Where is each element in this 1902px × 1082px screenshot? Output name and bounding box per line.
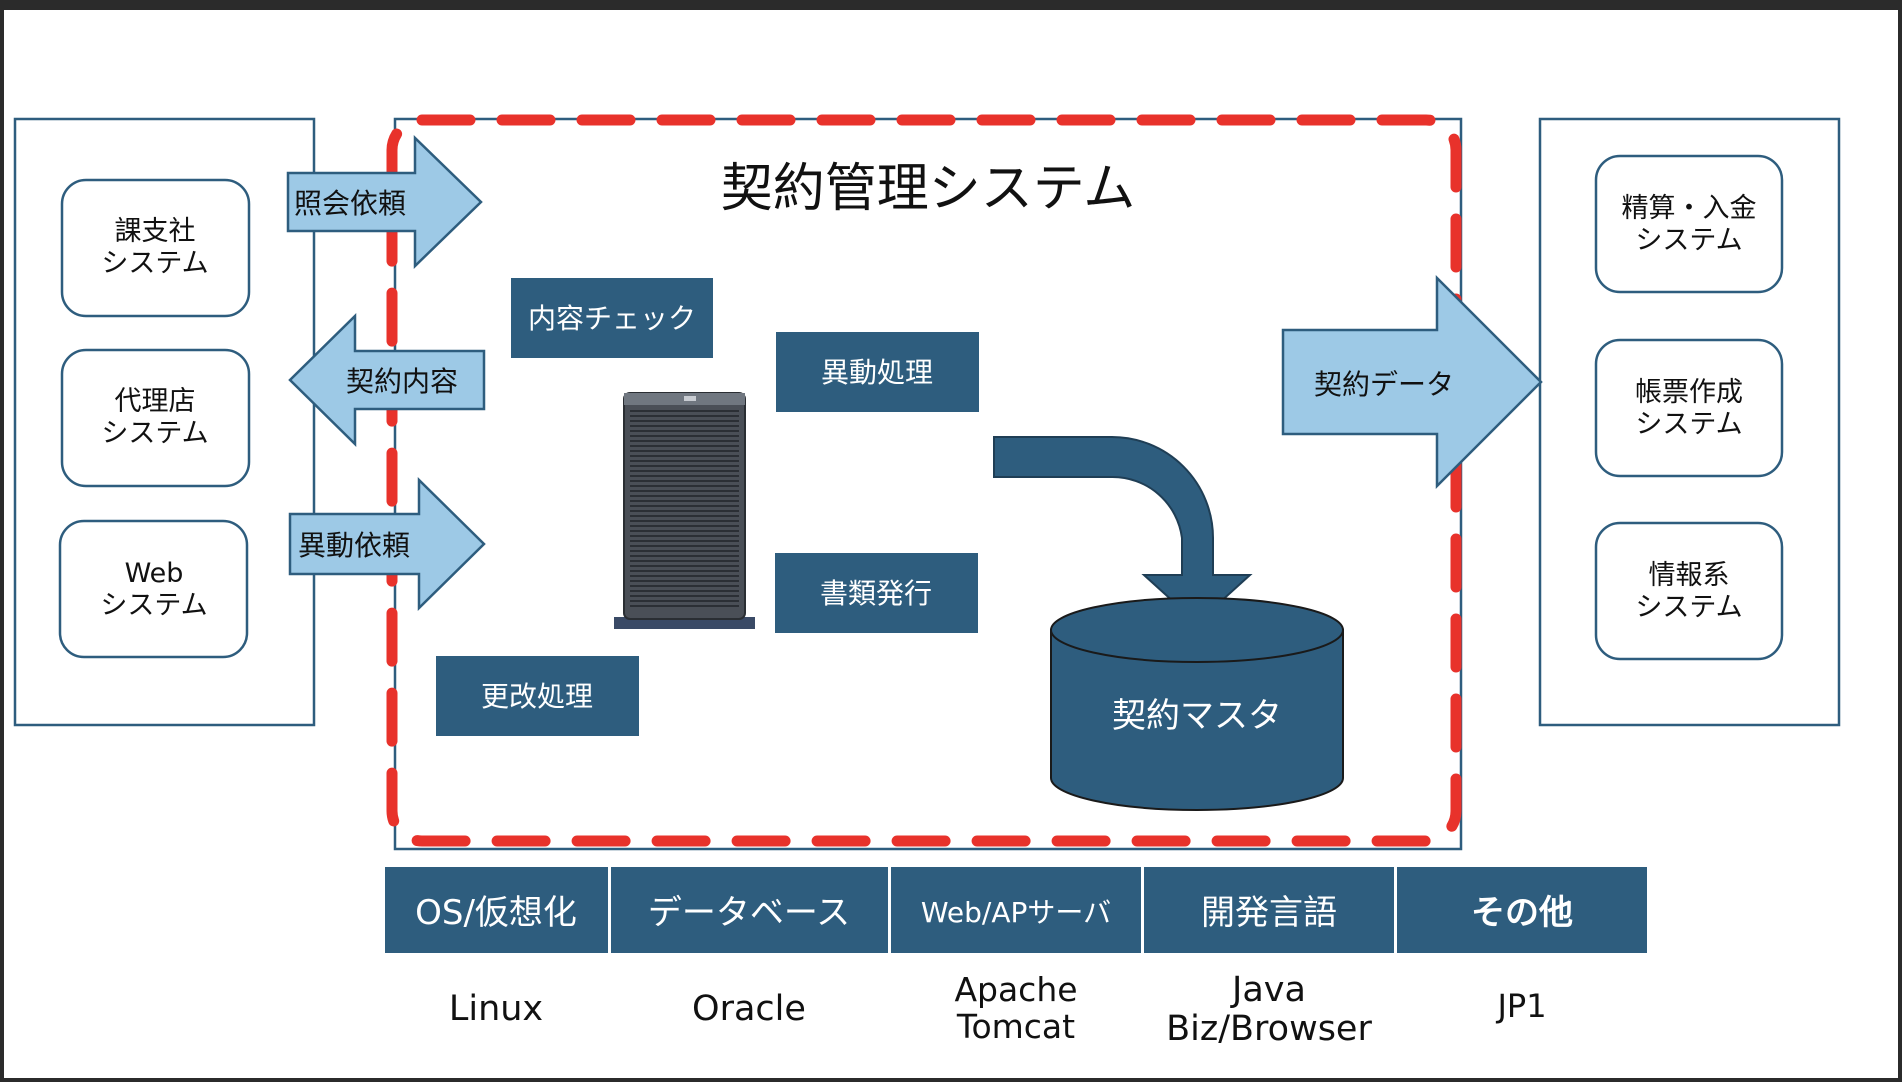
arrow-contract-content-label: 契約内容 — [346, 365, 458, 398]
server-grille-line — [630, 490, 739, 492]
function-change-processing-label: 異動処理 — [821, 356, 933, 389]
server-grille-line — [630, 595, 739, 597]
server-grille-line — [630, 580, 739, 582]
tech-category-database: データベース — [648, 893, 850, 933]
right-system-box-2: 帳票作成 システム — [1594, 338, 1784, 478]
left-system-label-1a: 課支社 — [115, 216, 196, 247]
tech-value-jp1: JP1 — [1495, 987, 1546, 1025]
server-grille-line — [630, 505, 739, 507]
arrow-change-request-label: 異動依頼 — [298, 529, 410, 562]
tech-stack-values: Linux Oracle Apache Tomcat Java Biz/Brow… — [449, 970, 1547, 1049]
right-system-label-2a: 帳票作成 — [1635, 377, 1743, 408]
arrow-contract-data-label: 契約データ — [1314, 368, 1454, 401]
server-icon — [614, 392, 755, 629]
main-system-title: 契約管理システム — [721, 159, 1135, 219]
server-grille-line — [630, 415, 739, 417]
server-grille-line — [630, 475, 739, 477]
right-system-label-2b: システム — [1635, 409, 1742, 440]
arrow-change-request: 異動依頼 — [288, 477, 486, 611]
server-grille-line — [630, 545, 739, 547]
arrow-inquiry-request: 照会依頼 — [286, 135, 483, 269]
function-content-check: 内容チェック — [511, 278, 713, 358]
server-grille-line — [630, 530, 739, 532]
server-grille-line — [630, 460, 739, 462]
server-grille-line — [630, 540, 739, 542]
server-grille-line — [630, 455, 739, 457]
left-system-label-3b: システム — [100, 590, 207, 621]
server-grille-line — [630, 565, 739, 567]
server-grille-line — [630, 570, 739, 572]
server-grille-line — [630, 500, 739, 502]
server-grille-line — [630, 495, 739, 497]
server-grille-line — [630, 510, 739, 512]
database-label: 契約マスタ — [1112, 696, 1282, 736]
tech-category-os: OS/仮想化 — [415, 893, 577, 933]
function-renewal-processing-label: 更改処理 — [481, 680, 593, 713]
server-grille-line — [630, 590, 739, 592]
left-system-label-1b: システム — [101, 248, 208, 279]
server-grille-line — [630, 440, 739, 442]
architecture-diagram: 課支社 システム 代理店 システム Web システム 精算・入金 システム 帳票… — [13, 114, 1841, 1049]
right-system-label-1a: 精算・入金 — [1622, 193, 1757, 224]
right-system-box-1: 精算・入金 システム — [1594, 154, 1784, 294]
left-system-box-2: 代理店 システム — [60, 348, 251, 488]
left-system-label-3a: Web — [125, 558, 184, 589]
function-renewal-processing: 更改処理 — [436, 656, 639, 736]
function-content-check-label: 内容チェック — [528, 302, 696, 335]
server-grille-line — [630, 550, 739, 552]
server-grille-line — [630, 480, 739, 482]
server-grille-line — [630, 470, 739, 472]
server-grille-line — [630, 420, 739, 422]
server-grille-line — [630, 445, 739, 447]
tech-category-webap: Web/APサーバ — [921, 896, 1111, 929]
left-system-label-2a: 代理店 — [115, 386, 196, 417]
function-document-issue-label: 書類発行 — [820, 577, 932, 610]
server-grille-line — [630, 585, 739, 587]
server-grille-line — [630, 560, 739, 562]
server-grille-line — [630, 410, 739, 412]
server-grille-line — [630, 525, 739, 527]
tech-value-bizbrowser: Biz/Browser — [1166, 1009, 1372, 1049]
server-grille-line — [630, 600, 739, 602]
server-grille-line — [630, 555, 739, 557]
server-grille-line — [630, 515, 739, 517]
tech-category-language: 開発言語 — [1201, 893, 1337, 933]
tech-value-linux: Linux — [449, 989, 543, 1029]
right-system-label-1b: システム — [1635, 225, 1742, 256]
left-system-label-2b: システム — [101, 418, 208, 449]
tech-value-apache: Apache — [954, 970, 1077, 1009]
server-grille-line — [630, 435, 739, 437]
server-grille-line — [630, 520, 739, 522]
server-grille-line — [630, 430, 739, 432]
arrow-contract-content: 契約内容 — [288, 313, 486, 447]
server-grille-line — [630, 450, 739, 452]
slide: 課支社 システム 代理店 システム Web システム 精算・入金 システム 帳票… — [4, 10, 1898, 1078]
right-system-label-3b: システム — [1635, 592, 1742, 623]
right-system-box-3: 情報系 システム — [1594, 521, 1784, 661]
server-grille-line — [630, 425, 739, 427]
arrow-contract-data: 契約データ — [1281, 274, 1543, 490]
server-grille-line — [630, 465, 739, 467]
database-icon: 契約マスタ — [1050, 597, 1344, 811]
tech-value-tomcat: Tomcat — [956, 1007, 1075, 1046]
tech-value-oracle: Oracle — [692, 989, 806, 1029]
function-change-processing: 異動処理 — [776, 332, 979, 412]
server-grille-line — [630, 575, 739, 577]
function-document-issue: 書類発行 — [775, 553, 978, 633]
right-system-label-3a: 情報系 — [1649, 560, 1730, 591]
left-system-box-1: 課支社 システム — [60, 178, 251, 318]
tech-category-other: その他 — [1471, 893, 1573, 933]
tech-stack-header: OS/仮想化 データベース Web/APサーバ 開発言語 その他 — [385, 867, 1647, 953]
server-grille-line — [630, 605, 739, 607]
server-grille-line — [630, 485, 739, 487]
scope-dashed-boundary — [386, 114, 1462, 847]
server-grille-line — [630, 535, 739, 537]
flow-arrow-to-database — [993, 436, 1253, 625]
tech-value-java: Java — [1230, 970, 1306, 1010]
arrow-inquiry-label: 照会依頼 — [294, 187, 406, 220]
left-system-box-3: Web システム — [58, 519, 249, 659]
